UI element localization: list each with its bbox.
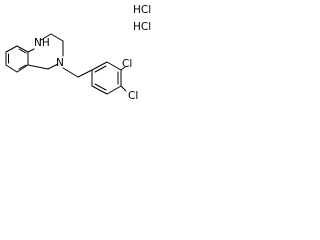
- bond: [91, 85, 108, 95]
- bond: [91, 61, 108, 71]
- hcl-label-1: HCl: [133, 4, 151, 16]
- bond: [27, 64, 49, 70]
- structure-diagram: HCl HCl NH N: [5, 4, 151, 102]
- nh-label: NH: [34, 37, 50, 49]
- benzo-ring: [5, 45, 29, 73]
- double-bond: [18, 64, 27, 70]
- bond: [47, 63, 59, 70]
- c-cl-bond: [120, 85, 127, 92]
- hcl-label-2: HCl: [133, 21, 151, 33]
- bond: [16, 64, 29, 73]
- bond: [106, 85, 122, 95]
- n-label: N: [56, 57, 64, 69]
- chlorine-label-2: Cl: [128, 90, 138, 102]
- c-cl-bond: [120, 66, 126, 71]
- tetrahydro-ring: [27, 33, 64, 70]
- ch2-bond: [77, 69, 93, 78]
- ch2-bond: [62, 67, 79, 78]
- dichlorophenyl-ring: [91, 61, 122, 95]
- bond: [5, 64, 18, 73]
- bond: [27, 48, 35, 53]
- double-bond: [94, 65, 107, 73]
- bond: [40, 33, 52, 41]
- bond: [5, 45, 18, 53]
- double-bond: [18, 48, 27, 54]
- double-bond: [94, 83, 107, 91]
- chlorine-label-1: Cl: [122, 58, 132, 70]
- bond: [50, 33, 64, 42]
- bond: [106, 61, 122, 71]
- bond: [16, 45, 29, 53]
